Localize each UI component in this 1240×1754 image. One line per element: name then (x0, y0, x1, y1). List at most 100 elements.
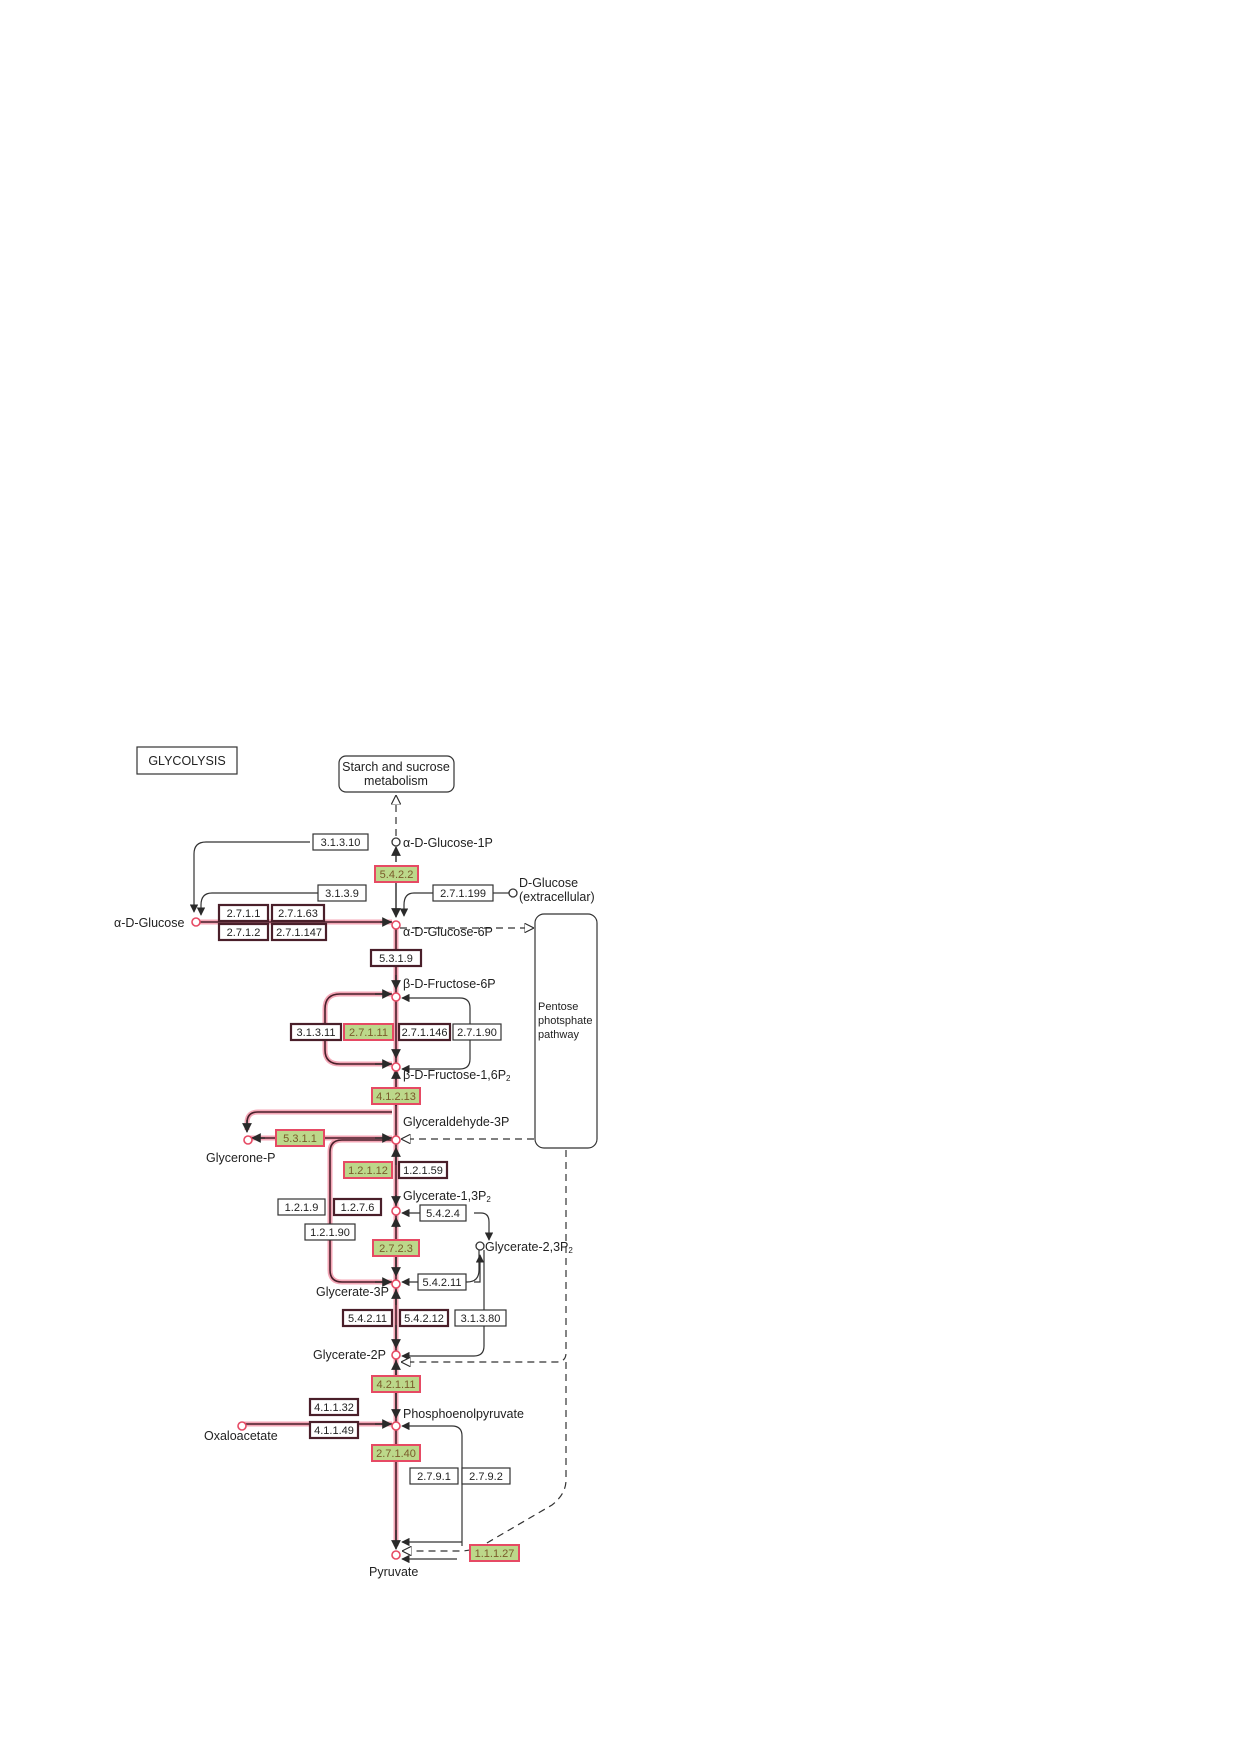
enzyme-box-layer: 3.1.3.10 5.4.2.2 3.1.3.9 2.7.1.199 2.7.1… (217, 833, 520, 1562)
enzyme-box[interactable]: 2.7.1.63 (270, 903, 326, 923)
enzyme-box[interactable]: 1.2.1.12 (343, 1161, 393, 1179)
node-glycerate-2p[interactable] (391, 1350, 401, 1360)
node-glycerate-3p[interactable] (391, 1279, 401, 1289)
enzyme-box[interactable]: 3.1.3.80 (454, 1309, 507, 1327)
pentose-map-line-1: Pentose (538, 1001, 578, 1013)
pentose-phosphate-map[interactable]: Pentose photsphate pathway (534, 913, 598, 1149)
pentose-map-line-2: photsphate (538, 1015, 592, 1027)
node-glycerate-23p2[interactable] (475, 1241, 485, 1251)
enzyme-box[interactable]: 2.7.1.2 (217, 922, 270, 942)
node-oxaloacetate[interactable] (237, 1421, 247, 1431)
node-glycerone-p[interactable] (243, 1135, 253, 1145)
enzyme-box[interactable]: 2.7.2.3 (372, 1239, 420, 1257)
enzyme-box[interactable]: 2.7.1.11 (343, 1023, 394, 1041)
enzyme-label: 1.2.1.59 (403, 1165, 443, 1177)
enzyme-box[interactable]: 2.7.1.146 (397, 1022, 452, 1042)
enzyme-label: 4.1.1.49 (314, 1425, 354, 1437)
enzyme-box[interactable]: 1.2.1.59 (397, 1160, 449, 1180)
label-a-d-glucose-6p: α-D-Glucose-6P (403, 925, 493, 939)
enzyme-box[interactable]: 5.4.2.2 (374, 865, 419, 883)
node-d-glucose-ext[interactable] (508, 888, 518, 898)
enzyme-box[interactable]: 2.7.1.40 (371, 1444, 421, 1462)
enzyme-box[interactable]: 1.2.1.9 (277, 1198, 326, 1216)
enzyme-label: 5.3.1.1 (283, 1133, 317, 1145)
enzyme-label: 2.7.1.147 (276, 927, 322, 939)
node-glyceraldehyde-3p[interactable] (391, 1135, 401, 1145)
node-glycerate-13p2[interactable] (391, 1206, 401, 1216)
enzyme-label: 1.2.7.6 (341, 1202, 375, 1214)
enzyme-label: 1.1.1.27 (475, 1548, 515, 1560)
enzyme-box[interactable]: 4.1.2.13 (371, 1087, 421, 1105)
enzyme-box[interactable]: 3.1.3.10 (312, 833, 369, 851)
enzyme-label: 5.4.2.11 (423, 1277, 462, 1289)
enzyme-label: 2.7.1.11 (349, 1027, 388, 1039)
enzyme-box[interactable]: 1.2.7.6 (332, 1197, 383, 1217)
enzyme-label: 2.7.1.199 (440, 888, 486, 900)
starch-sucrose-map[interactable]: Starch and sucrose metabolism (338, 755, 455, 793)
enzyme-label: 1.2.1.90 (310, 1227, 350, 1239)
enzyme-box[interactable]: 3.1.3.9 (317, 884, 367, 902)
enzyme-label: 2.7.1.40 (376, 1448, 416, 1460)
label-b-d-fructose-16p2: β-D-Fructose-1,6P2 (403, 1068, 511, 1083)
node-a-d-glucose-6p[interactable] (391, 920, 401, 930)
label-glycerate-23p2: Glycerate-2,3P2 (485, 1240, 573, 1255)
enzyme-box[interactable]: 2.7.9.1 (409, 1467, 459, 1485)
enzyme-label: 2.7.9.2 (469, 1471, 503, 1483)
enzyme-box[interactable]: 5.3.1.1 (275, 1129, 325, 1147)
enzyme-label: 3.1.3.80 (461, 1313, 501, 1325)
label-phosphoenolpyruvate: Phosphoenolpyruvate (403, 1407, 524, 1421)
enzyme-label: 3.1.3.10 (321, 837, 361, 849)
glycolysis-title-text: GLYCOLYSIS (148, 754, 225, 768)
enzyme-label: 2.7.1.146 (402, 1027, 448, 1039)
label-a-d-glucose-1p: α-D-Glucose-1P (403, 836, 493, 850)
compound-node-layer (191, 837, 518, 1560)
node-b-d-fructose-6p[interactable] (391, 992, 401, 1002)
enzyme-box[interactable]: 2.7.1.1 (217, 903, 270, 923)
node-a-d-glucose[interactable] (191, 917, 201, 927)
label-glycerate-3p: Glycerate-3P (316, 1285, 389, 1299)
enzyme-box[interactable]: 3.1.3.11 (289, 1022, 343, 1042)
label-pyruvate: Pyruvate (369, 1565, 418, 1579)
label-glycerate-2p: Glycerate-2P (313, 1348, 386, 1362)
starch-map-line-2: metabolism (364, 774, 428, 788)
enzyme-label: 3.1.3.11 (297, 1027, 336, 1039)
pentose-map-line-3: pathway (538, 1029, 579, 1041)
enzyme-box[interactable]: 5.4.2.11 (341, 1308, 394, 1328)
label-d-glucose-ext-1: D-Glucose (519, 876, 578, 890)
enzyme-box[interactable]: 4.1.1.49 (308, 1420, 360, 1440)
enzyme-box[interactable]: 1.1.1.27 (469, 1544, 520, 1562)
enzyme-label: 5.4.2.12 (404, 1313, 444, 1325)
enzyme-box[interactable]: 5.3.1.9 (369, 948, 423, 968)
enzyme-box[interactable]: 5.4.2.11 (417, 1273, 467, 1291)
label-b-d-fructose-6p: β-D-Fructose-6P (403, 977, 496, 991)
enzyme-box[interactable]: 5.4.2.4 (419, 1204, 467, 1222)
enzyme-box[interactable]: 2.7.1.199 (432, 884, 494, 902)
enzyme-label: 4.2.1.11 (377, 1379, 416, 1391)
node-pyruvate[interactable] (391, 1550, 401, 1560)
enzyme-box[interactable]: 5.4.2.12 (398, 1308, 450, 1328)
enzyme-label: 5.4.2.2 (380, 869, 414, 881)
enzyme-box[interactable]: 4.2.1.11 (371, 1375, 421, 1393)
enzyme-box[interactable]: 2.7.9.2 (461, 1467, 511, 1485)
enzyme-label: 4.1.2.13 (376, 1091, 416, 1103)
compound-label-layer: α-D-Glucose-1P D-Glucose (extracellular)… (114, 836, 595, 1579)
label-glycerate-13p2: Glycerate-1,3P2 (403, 1189, 491, 1204)
highlight-glow-layer (195, 919, 399, 1546)
node-a-d-glucose-1p[interactable] (391, 837, 401, 847)
enzyme-box[interactable]: 2.7.1.90 (452, 1023, 502, 1041)
enzyme-label: 5.4.2.11 (348, 1313, 387, 1325)
glycolysis-title[interactable]: GLYCOLYSIS (136, 746, 238, 775)
enzyme-box[interactable]: 1.2.1.90 (304, 1223, 356, 1241)
enzyme-label: 1.2.1.12 (348, 1165, 388, 1177)
enzyme-label: 2.7.1.63 (278, 908, 318, 920)
enzyme-box[interactable]: 2.7.1.147 (270, 922, 328, 942)
enzyme-label: 1.2.1.9 (285, 1202, 319, 1214)
node-b-d-fructose-16p2[interactable] (391, 1062, 401, 1072)
label-glyceraldehyde-3p: Glyceraldehyde-3P (403, 1115, 509, 1129)
enzyme-label: 2.7.1.90 (457, 1027, 497, 1039)
enzyme-box[interactable]: 4.1.1.32 (308, 1397, 360, 1417)
enzyme-label: 5.4.2.4 (426, 1208, 460, 1220)
node-phosphoenolpyruvate[interactable] (391, 1421, 401, 1431)
enzyme-label: 2.7.1.1 (227, 908, 261, 920)
